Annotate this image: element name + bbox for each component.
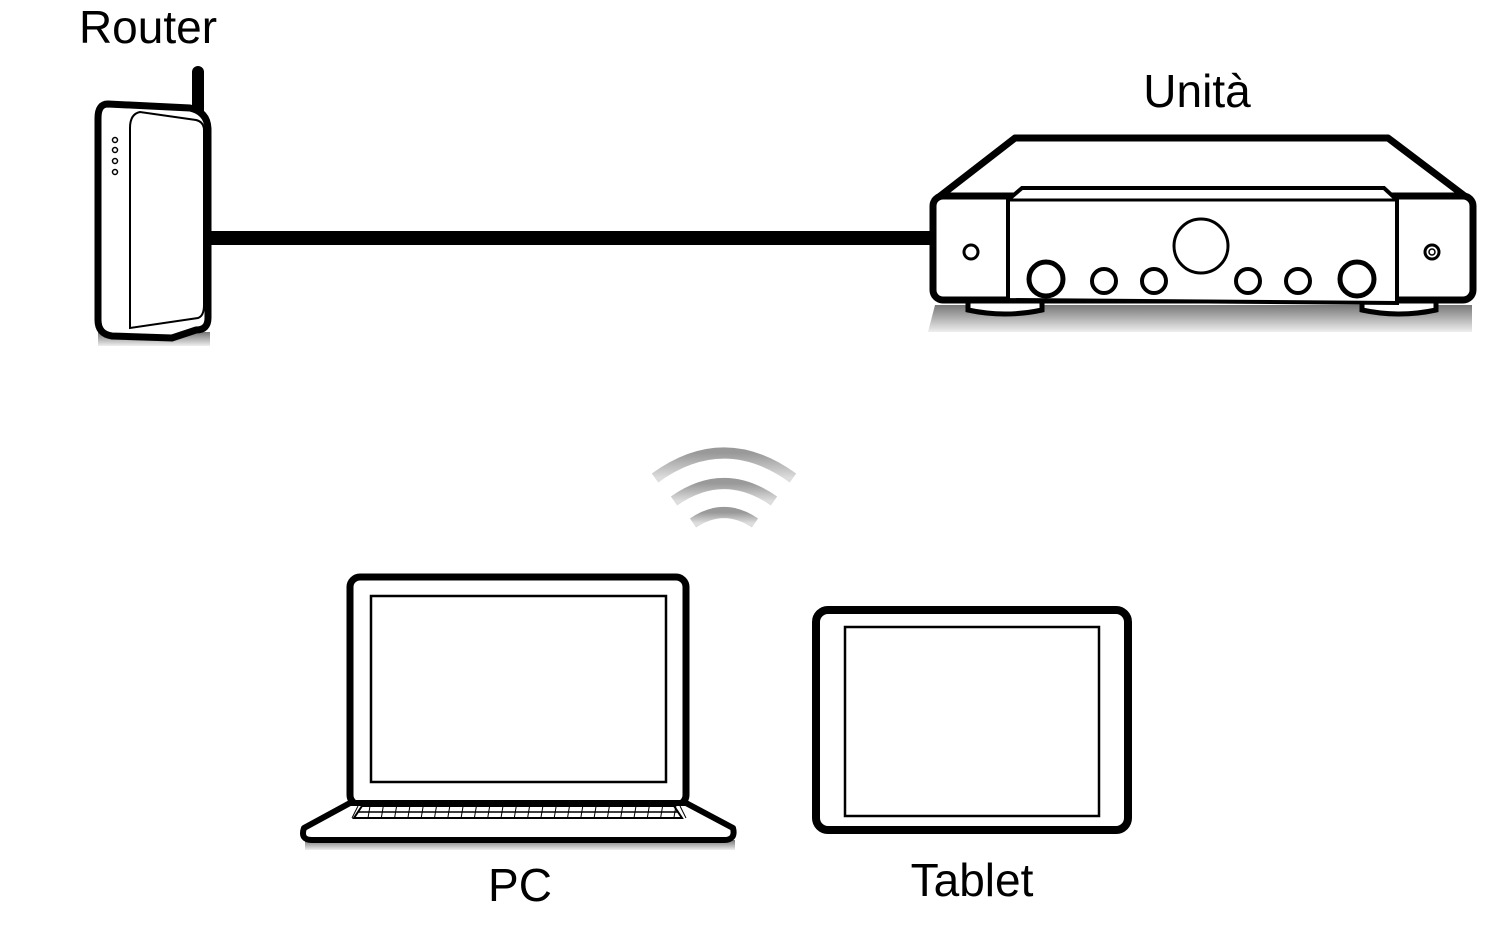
keyboard-key-divider [660, 805, 664, 819]
keyboard-key-divider [620, 805, 624, 819]
tablet-icon [812, 606, 1132, 834]
keyboard-key-divider [527, 805, 531, 819]
keyboard-key-divider [407, 805, 411, 819]
keyboard-key-divider [434, 805, 437, 819]
keyboard-key-divider [553, 805, 557, 819]
laptop-icon [300, 573, 737, 850]
keyboard-keys [367, 805, 677, 819]
keyboard-key-divider [646, 805, 650, 819]
keyboard-key-divider [580, 805, 584, 819]
tablet-label: Tablet [911, 854, 1034, 906]
keyboard-key-divider [633, 805, 637, 819]
keyboard-key-divider [420, 805, 424, 819]
keyboard-key-divider [673, 805, 677, 819]
router-icon [94, 66, 212, 346]
keyboard-key-divider [380, 805, 384, 819]
keyboard-key-divider [487, 805, 491, 819]
keyboard-key-divider [394, 805, 398, 819]
keyboard-key-divider [473, 805, 477, 819]
keyboard-key-divider [540, 805, 544, 819]
keyboard-key-divider [500, 805, 504, 819]
keyboard-key-divider [513, 805, 517, 819]
keyboard-key-divider [460, 805, 464, 819]
keyboard-key-divider [367, 805, 371, 819]
keyboard-key-divider [593, 805, 597, 819]
keyboard-key-divider [606, 805, 610, 819]
keyboard-key-divider [567, 805, 570, 819]
keyboard-key-divider [447, 805, 451, 819]
amplifier-icon [928, 134, 1477, 332]
wifi-icon [651, 447, 797, 528]
unit-label: Unità [1143, 65, 1251, 117]
router-label: Router [79, 1, 217, 53]
pc-label: PC [488, 859, 552, 911]
